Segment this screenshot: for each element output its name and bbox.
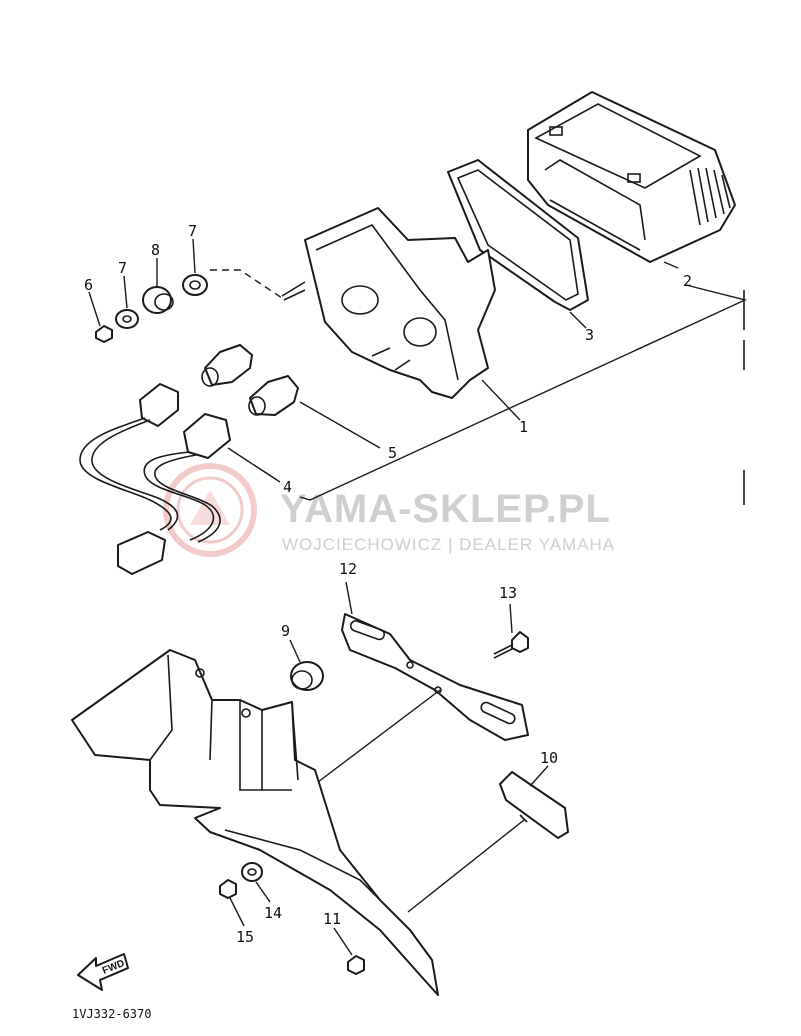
callout-13: 13 [499, 584, 517, 602]
nut-15 [219, 879, 237, 899]
callout-1: 1 [519, 418, 528, 436]
lens-ribbing [689, 167, 731, 226]
callout-11: 11 [323, 910, 341, 928]
callout-6: 6 [84, 276, 93, 294]
bulb-upper [201, 344, 253, 387]
callout-10: 10 [540, 749, 558, 767]
callout-3: 3 [585, 326, 594, 344]
watermark: YAMA-SKLEP.PL WOJCIECHOWICZ | DEALER YAM… [163, 463, 615, 557]
bolt-13 [493, 631, 529, 659]
tail-lens [527, 91, 736, 263]
damper-8 [142, 286, 174, 314]
diagram-code: 1VJ332-6370 [72, 1007, 151, 1021]
nut-11 [347, 955, 365, 975]
callout-8: 8 [151, 241, 160, 259]
callout-2: 2 [683, 272, 692, 290]
watermark-subtitle: WOJCIECHOWICZ | DEALER YAMAHA [282, 535, 615, 554]
callout-12: 12 [339, 560, 357, 578]
washer-7b [182, 274, 208, 296]
fwd-arrow: FWD [77, 953, 129, 991]
gasket [447, 159, 589, 311]
washer-7a [115, 309, 139, 329]
watermark-title: YAMA-SKLEP.PL [280, 487, 611, 531]
callout-14: 14 [264, 904, 282, 922]
socket-harness [79, 383, 231, 575]
callout-5: 5 [388, 444, 397, 462]
bulb-lower [248, 375, 299, 416]
taillight-base [281, 207, 496, 399]
license-bracket [341, 613, 529, 741]
callout-9: 9 [281, 622, 290, 640]
reflector [499, 771, 569, 839]
leader-lines [88, 238, 748, 956]
damper-9 [290, 661, 324, 691]
rear-fender [71, 649, 439, 996]
callout-7b: 7 [188, 222, 197, 240]
callout-4: 4 [283, 478, 292, 496]
callout-7a: 7 [118, 259, 127, 277]
callout-15: 15 [236, 928, 254, 946]
nut-6 [95, 325, 113, 343]
washer-14 [241, 862, 263, 882]
